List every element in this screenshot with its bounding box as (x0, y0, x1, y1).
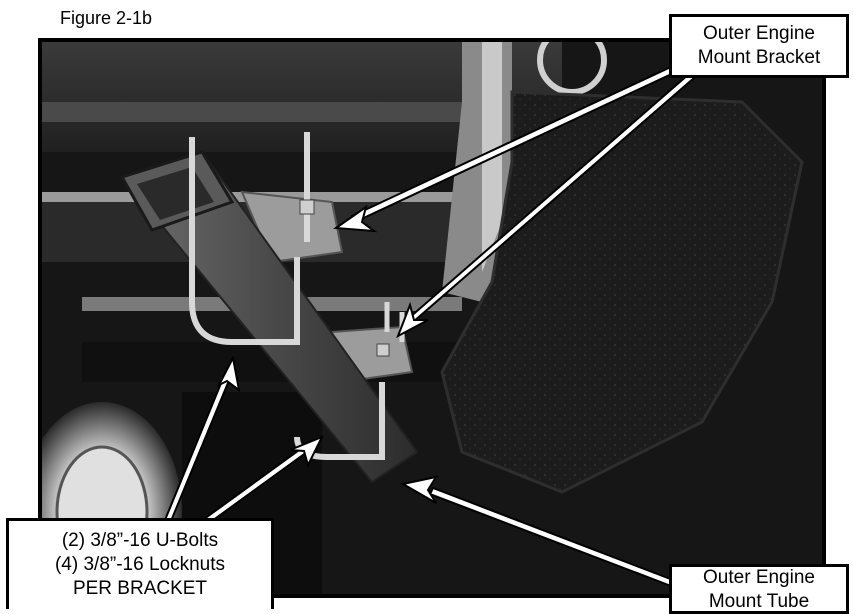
equipment-photo (38, 38, 826, 598)
callout-line: Mount Bracket (697, 47, 821, 68)
photo-illustration (42, 42, 822, 594)
locknut (299, 199, 315, 215)
callout-outer-engine-mount-bracket: Outer Engine Mount Bracket (669, 14, 849, 78)
callout-line: PER BRACKET (72, 578, 208, 599)
locknut (376, 343, 390, 357)
u-bolt-upper (189, 137, 300, 345)
callout-hardware: (2) 3/8”-16 U-Bolts (4) 3/8”-16 Locknuts… (6, 518, 274, 609)
callout-line: Mount Tube (708, 591, 810, 612)
callout-outer-engine-mount-tube: Outer Engine Mount Tube (669, 564, 849, 614)
figure-title: Figure 2-1b (60, 8, 153, 28)
callout-line: (4) 3/8”-16 Locknuts (54, 554, 226, 575)
callout-line: Outer Engine (703, 567, 815, 588)
callout-line: Outer Engine (703, 23, 815, 44)
callout-line: (2) 3/8”-16 U-Bolts (61, 530, 219, 551)
